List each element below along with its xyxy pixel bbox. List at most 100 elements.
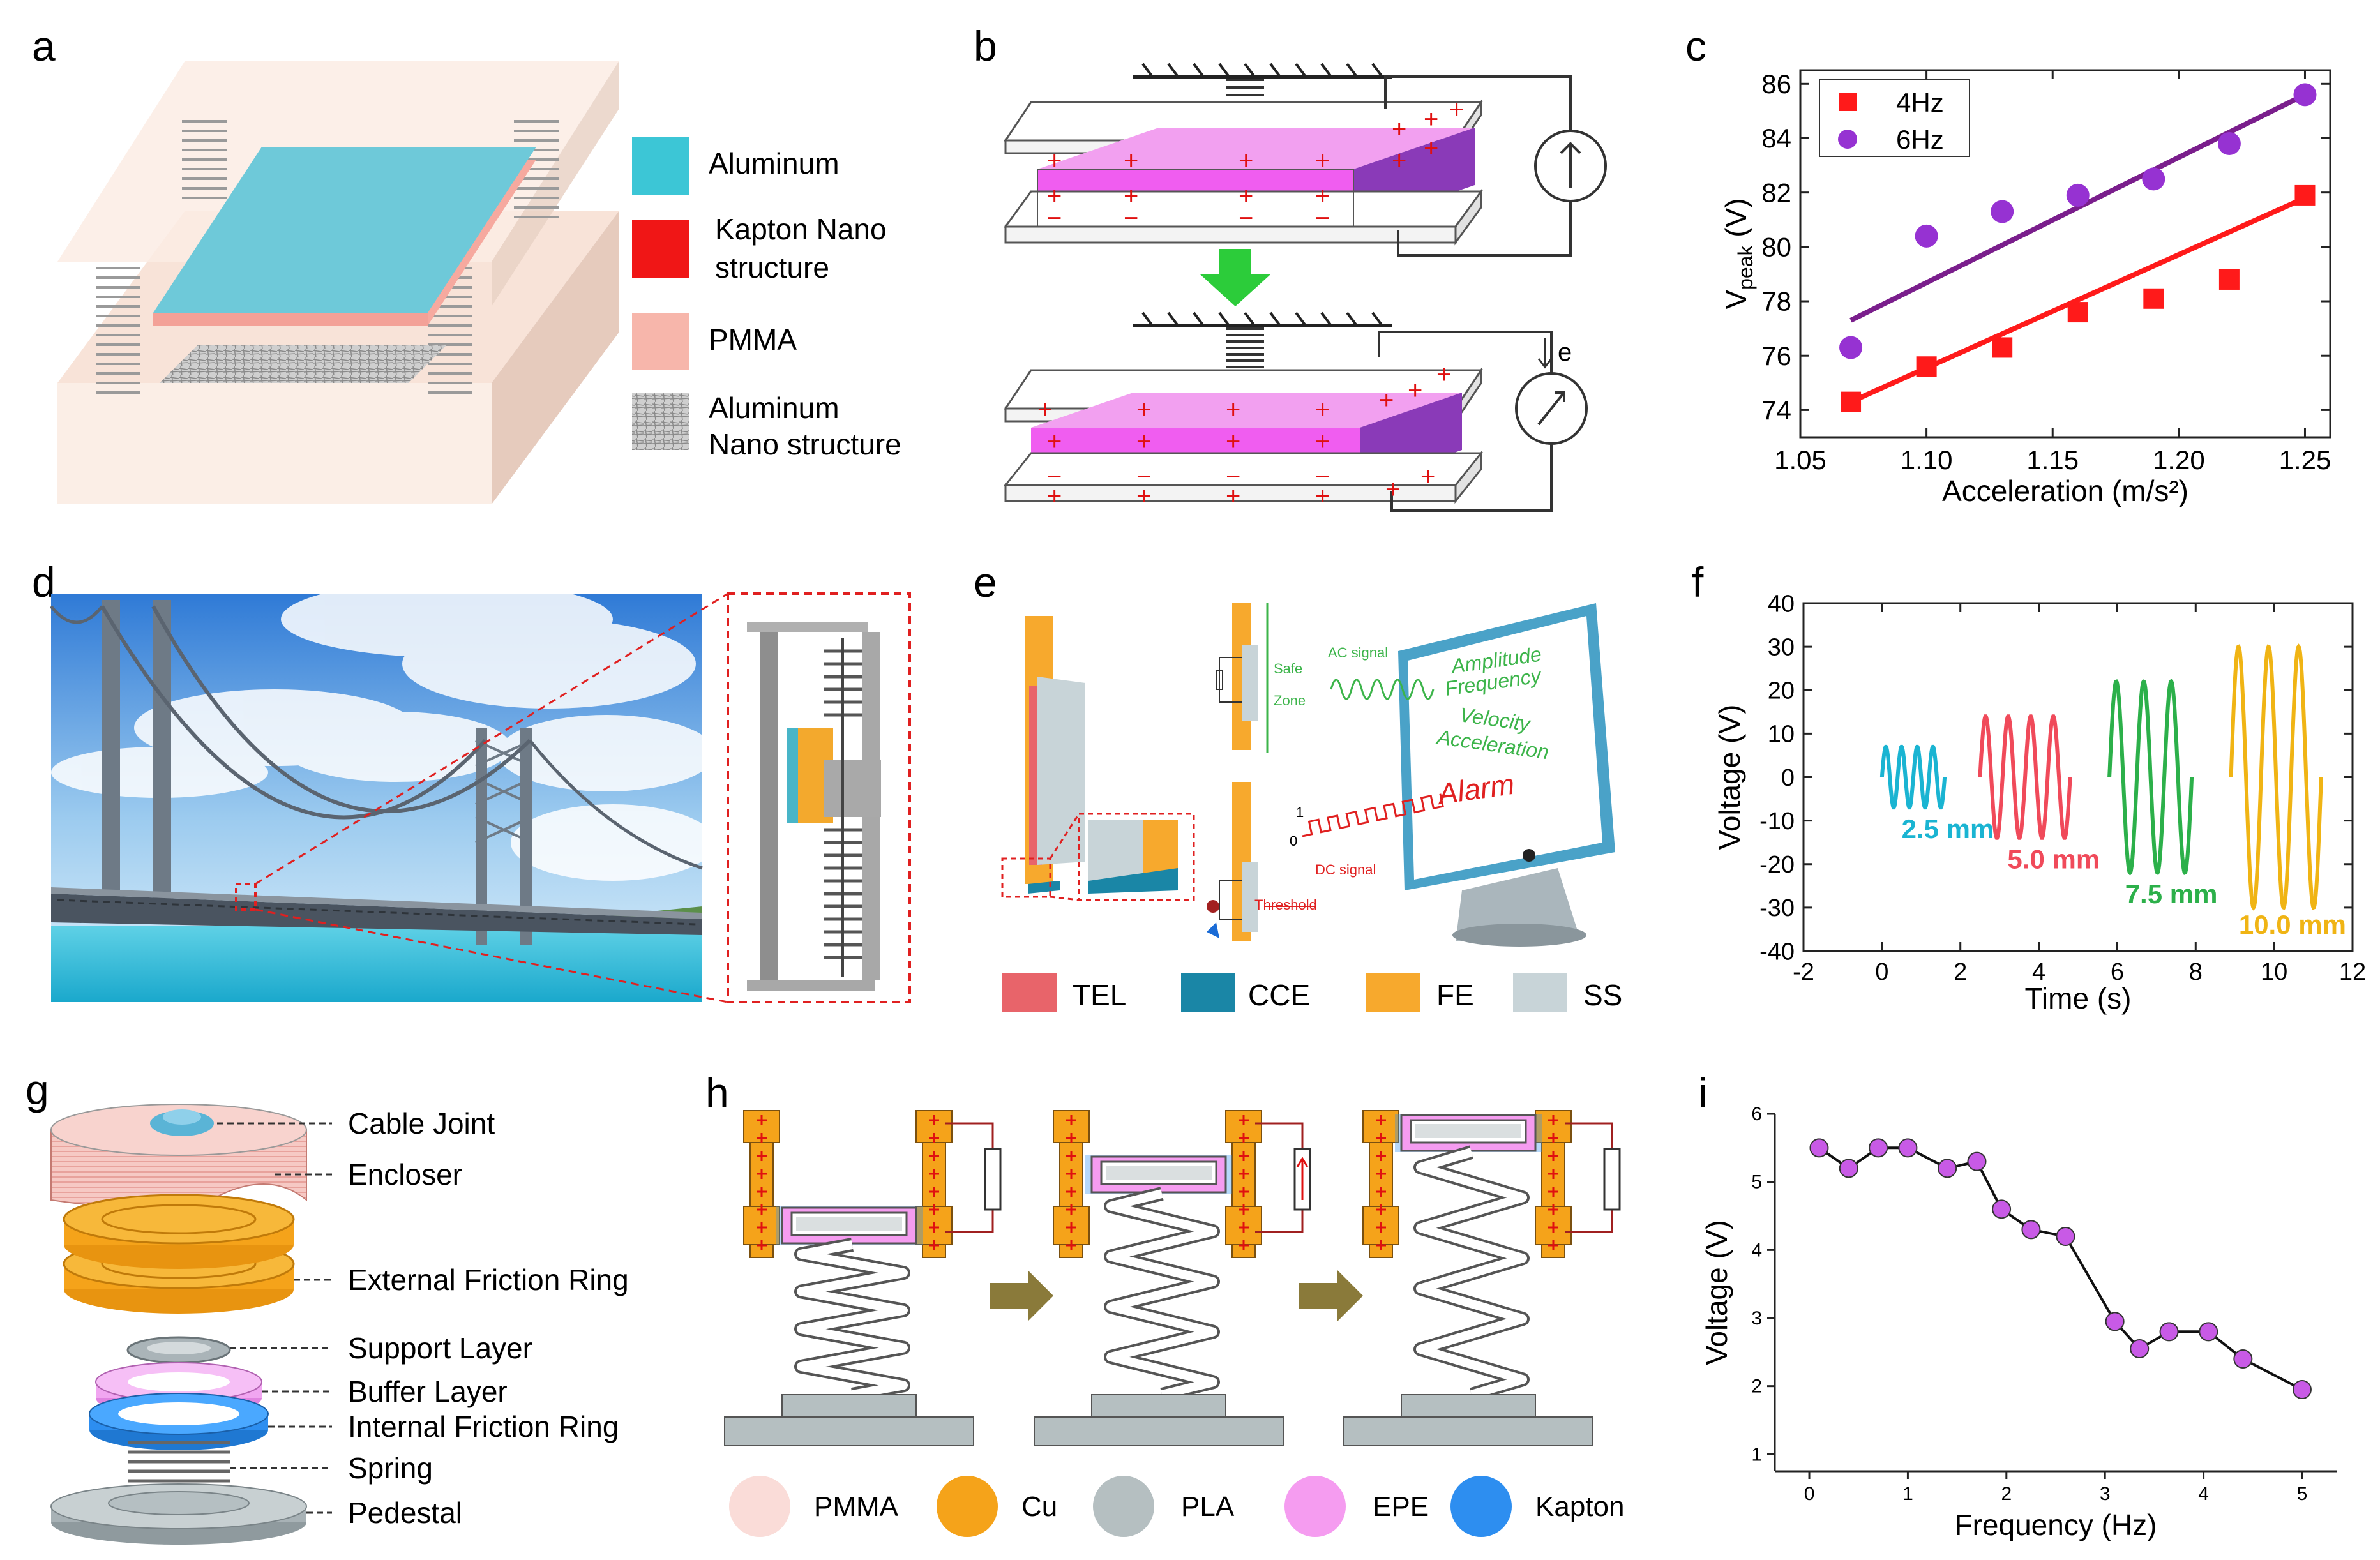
data-point: [1841, 391, 1862, 412]
ac-signal-label: AC signal: [1328, 645, 1388, 661]
legend-swatch-kapton: [1450, 1476, 1512, 1537]
label-buffer-layer: Buffer Layer: [348, 1375, 508, 1408]
charge-plus: +: [1392, 147, 1406, 175]
data-point: [2067, 302, 2088, 323]
series-line: [1978, 714, 2072, 840]
charge-mark: [1066, 1169, 1076, 1179]
legend-swatch-fe: [1366, 973, 1420, 1012]
y-tick-label: 86: [1761, 69, 1791, 99]
charge-plus: +: [1408, 377, 1422, 405]
y-tick-label: 20: [1768, 678, 1795, 705]
legend-swatch-kapton: [632, 220, 689, 278]
panel-b-state-2: e: [1003, 311, 1588, 512]
charge-mark: [1066, 1151, 1076, 1161]
data-point: [2159, 1322, 2179, 1342]
spring-coil-inner: [797, 1240, 908, 1399]
y-tick-label: -40: [1759, 938, 1795, 965]
y-tick-label: 10: [1768, 721, 1795, 748]
pla-support-inner: [796, 1217, 902, 1231]
charge-mark: [1066, 1187, 1076, 1197]
charge-mark: [1548, 1169, 1558, 1179]
pla-base: [1401, 1394, 1536, 1418]
legend-marker: [1838, 130, 1857, 149]
threshold-label: Threshold: [1254, 897, 1317, 913]
data-point: [1916, 356, 1937, 377]
charge-mark: [1239, 1222, 1249, 1233]
panel-label-h: h: [705, 1069, 729, 1116]
x-tick-label: 0: [1804, 1483, 1815, 1504]
panel-b-charges-1: + + + + + + + + + + + + + − − − −: [1047, 96, 1464, 232]
charge-plus: +: [1239, 182, 1253, 210]
legend-swatch-aluminum: [632, 137, 689, 195]
data-point: [2142, 167, 2165, 191]
data-point: [1809, 1138, 1829, 1158]
charge-minus: −: [1226, 463, 1240, 491]
x-tick-label: 1: [1902, 1483, 1913, 1504]
panel-label-f: f: [1692, 559, 1704, 606]
charge-mark: [929, 1240, 939, 1250]
y-tick-label: 5: [1751, 1172, 1762, 1193]
charge-mark: [1239, 1133, 1249, 1143]
panel-g-exploded-view: [50, 1104, 332, 1545]
charge-mark: [757, 1115, 767, 1125]
pla-pedestal: [1343, 1416, 1593, 1446]
charge-minus: −: [1047, 204, 1062, 232]
charge-mark: [1066, 1115, 1076, 1125]
x-tick-label: 8: [2189, 959, 2203, 986]
plot-frame: [1799, 69, 2331, 439]
charge-plus: +: [1315, 428, 1330, 456]
pla-support-inner: [1415, 1124, 1521, 1138]
y-tick-label: 4: [1751, 1240, 1762, 1261]
charge-mark: [1376, 1151, 1386, 1161]
data-point: [2292, 1380, 2312, 1399]
charge-mark: [1548, 1133, 1558, 1143]
charge-mark: [1548, 1187, 1558, 1197]
charge-plus: +: [1420, 463, 1435, 491]
load-resistor: [984, 1148, 1002, 1211]
legend-label-kapton: Kapton Nano: [715, 213, 887, 246]
y-tick-label: 84: [1761, 123, 1791, 153]
y-tick-label: 3: [1751, 1308, 1762, 1329]
x-tick-label: 2: [2001, 1483, 2012, 1504]
charge-plus: +: [1226, 428, 1240, 456]
panel-b-charges-2: + + + + + + + + + + + + + + + + + − − − …: [1037, 361, 1451, 510]
spring-coil-inner: [1106, 1189, 1217, 1399]
charge-mark: [1376, 1133, 1386, 1143]
panel-e-legend: TEL CCE FE SS: [1002, 973, 1622, 1012]
series-label: 2.5 mm: [1902, 814, 1994, 844]
series-line: [2107, 679, 2194, 876]
x-tick-label: 0: [1875, 959, 1888, 986]
legend-swatch-aluminum-nano: [632, 393, 689, 450]
data-point: [1938, 1159, 1957, 1178]
pla-pedestal: [1034, 1416, 1284, 1446]
right-arrow-icon: [1299, 1270, 1363, 1321]
charge-plus: +: [1315, 182, 1330, 210]
data-point: [2130, 1339, 2150, 1358]
y-tick-label: -20: [1759, 851, 1795, 878]
y-tick-label: 30: [1768, 634, 1795, 661]
panel-h-working-process: [724, 1110, 1621, 1446]
safe-zone-label-2: Zone: [1274, 693, 1306, 709]
series-line: [2229, 643, 2323, 911]
data-point: [1992, 1199, 2012, 1219]
down-arrow-icon: [1200, 249, 1270, 306]
y-axis-label: Voltage (V): [1700, 1220, 1733, 1365]
charge-mark: [1376, 1115, 1386, 1125]
charge-mark: [1239, 1115, 1249, 1125]
charge-plus: +: [1239, 147, 1253, 175]
data-point: [1898, 1138, 1918, 1158]
legend-label-pmma: PMMA: [814, 1491, 899, 1522]
x-axis-label: Time (s): [2025, 982, 2132, 1015]
dc-signal-label: DC signal: [1315, 862, 1376, 878]
x-tick-label: 1.20: [2153, 445, 2205, 475]
load-resistor: [1603, 1148, 1621, 1211]
x-tick-label: 3: [2100, 1483, 2111, 1504]
data-point: [1839, 336, 1863, 359]
legend-label-pmma: PMMA: [709, 323, 797, 356]
charge-mark: [1548, 1151, 1558, 1161]
panel-h-legend: PMMA Cu PLA EPE Kapton: [729, 1476, 1624, 1537]
charge-plus: +: [1047, 147, 1062, 175]
legend-label-cce: CCE: [1248, 979, 1310, 1012]
